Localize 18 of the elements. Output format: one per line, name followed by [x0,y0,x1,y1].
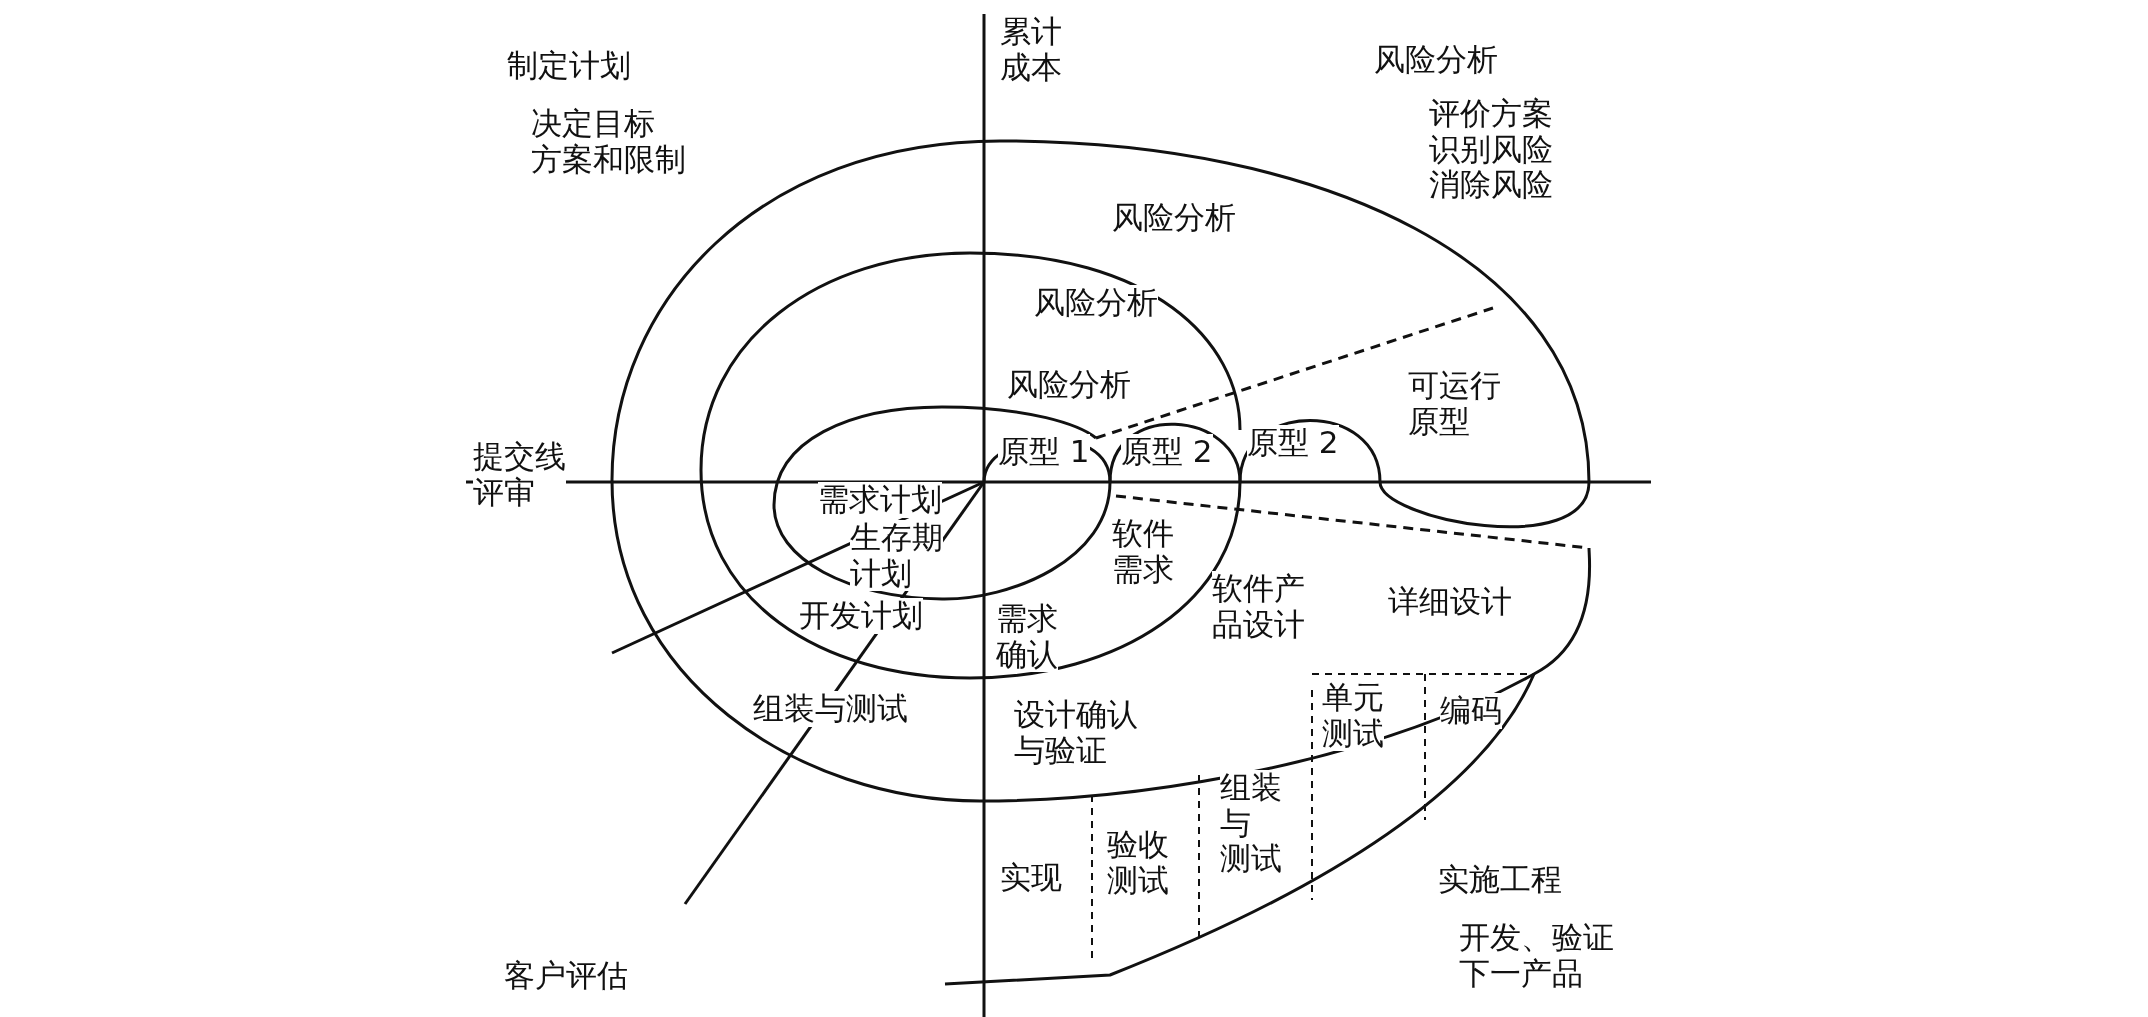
phase-label: 需求计划 [818,482,942,518]
quadrant-note: 评价方案识别风险消除风险 [1429,96,1553,203]
phase-label: 单元测试 [1322,680,1384,752]
phase-label: 风险分析 [1112,200,1236,236]
phase-label: 需求确认 [996,601,1058,673]
quadrant-title: 实施工程 [1438,862,1562,898]
quadrant-note: 决定目标方案和限制 [531,106,686,178]
phase-label: 风险分析 [1007,367,1131,403]
phase-label: 实现 [1000,860,1062,896]
phase-label: 风险分析 [1034,285,1158,321]
phase-label: 组装与测试 [753,691,908,727]
phase-label: 生存期计划 [850,520,943,592]
quadrant-title: 制定计划 [507,48,631,84]
phase-label: 软件需求 [1112,516,1174,588]
phase-label: 编码 [1440,693,1502,729]
phase-label: 开发计划 [799,598,923,634]
quadrant-title: 风险分析 [1374,42,1498,78]
quadrant-title: 客户评估 [504,958,628,994]
